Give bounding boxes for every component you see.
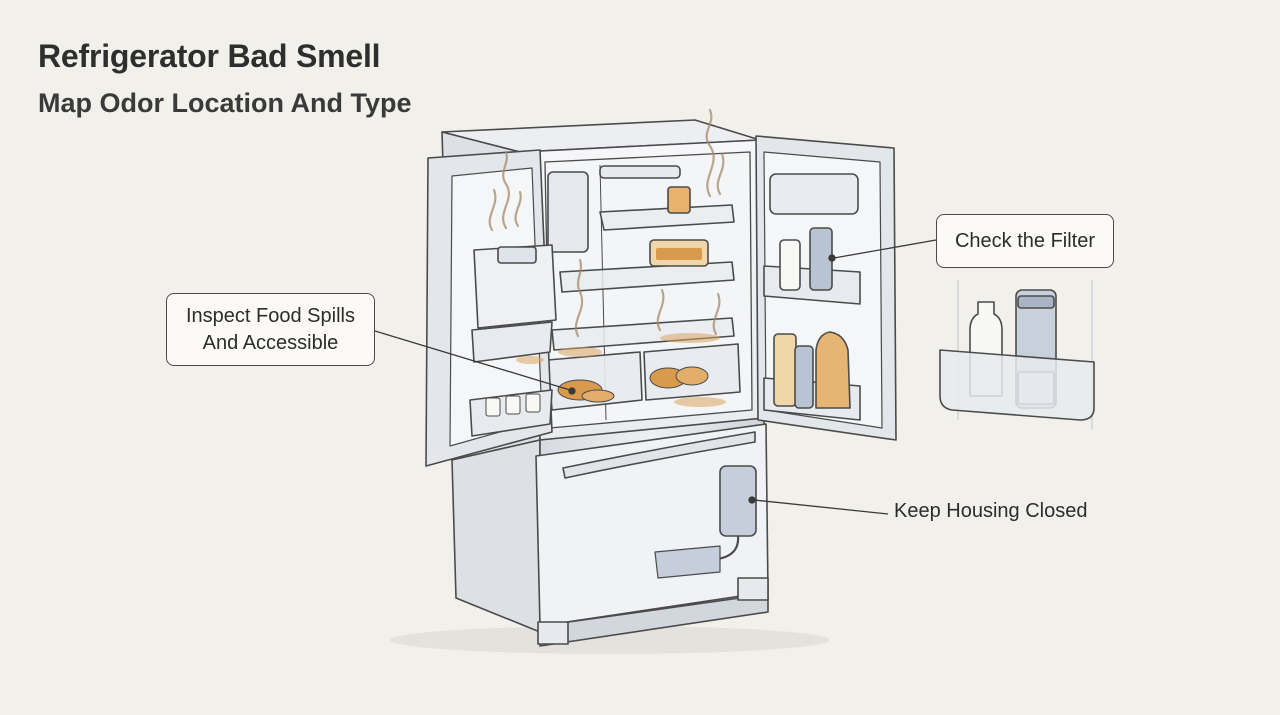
callout-food-spills-line2: And Accessible [202,332,339,354]
callout-food-spills: Inspect Food Spills And Accessible [166,293,375,366]
page-title: Refrigerator Bad Smell [38,38,381,74]
leader-food-spills [374,330,571,391]
callout-food-spills-line1: Inspect Food Spills [186,305,355,327]
floor-shadow [390,626,830,654]
callout-filter: Check the Filter [936,214,1114,268]
leader-filter [833,239,937,259]
leader-housing [753,499,889,515]
odor-stains [516,333,726,407]
odor-wisp-icon [488,108,725,338]
water-filter-icon [939,280,1095,430]
callout-housing: Keep Housing Closed [894,500,1088,522]
page-subtitle: Map Odor Location And Type [38,88,412,118]
leader-lines [374,239,937,515]
left-door [425,149,557,467]
right-door [755,135,897,441]
